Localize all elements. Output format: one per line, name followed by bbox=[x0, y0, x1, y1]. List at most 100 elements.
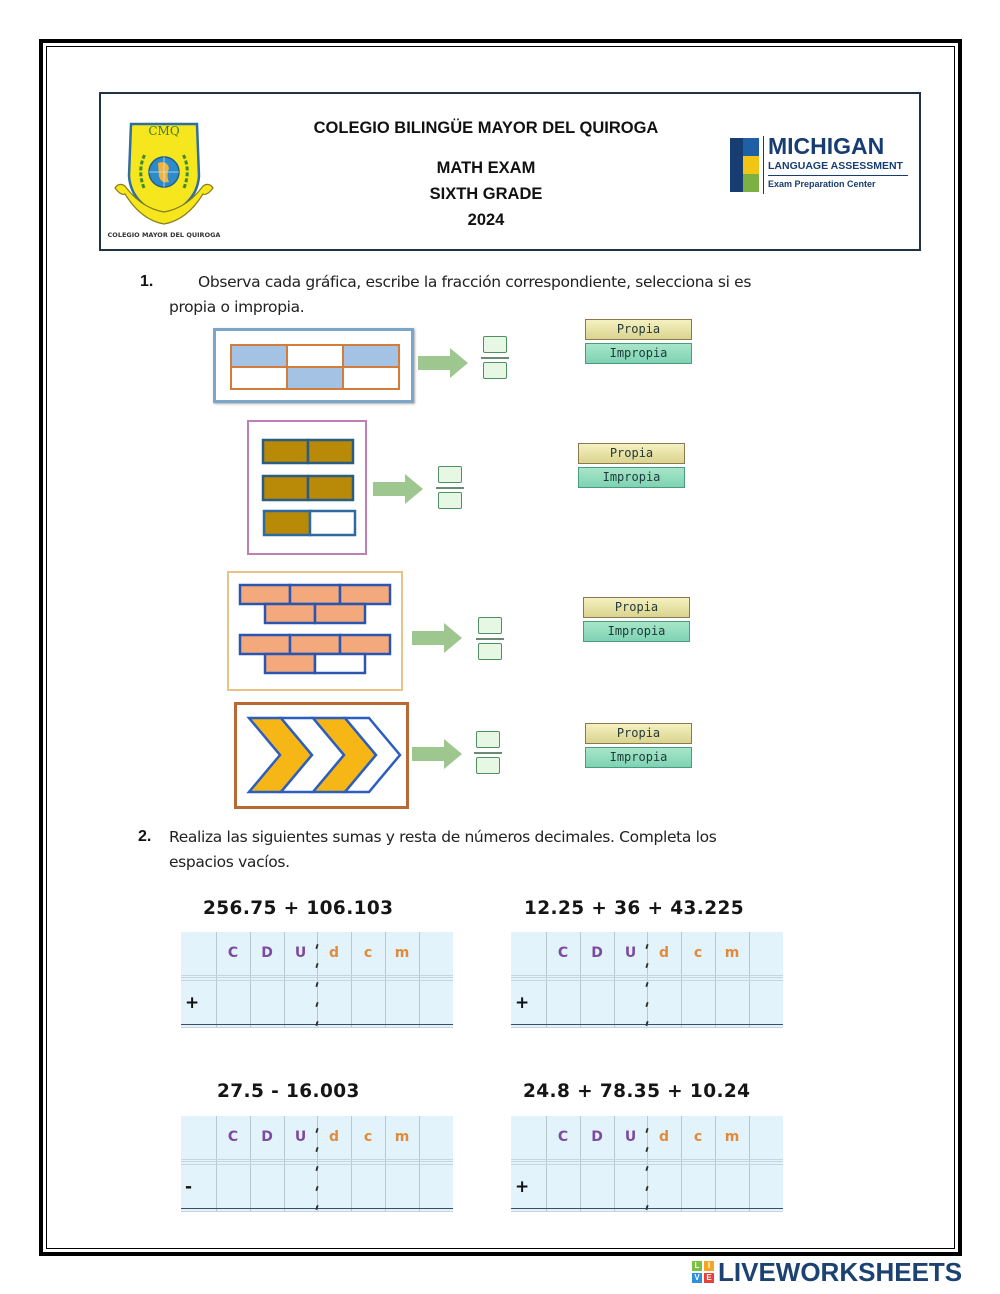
digit-cell[interactable] bbox=[545, 980, 580, 1026]
digit-cell[interactable] bbox=[646, 977, 681, 981]
digit-cell[interactable] bbox=[316, 975, 351, 979]
digit-cell[interactable] bbox=[316, 980, 351, 1026]
digit-cell[interactable] bbox=[316, 977, 351, 981]
digit-cell[interactable] bbox=[545, 975, 580, 979]
digit-cell[interactable] bbox=[350, 1164, 385, 1210]
digit-cell[interactable] bbox=[545, 1208, 580, 1212]
digit-cell[interactable] bbox=[249, 975, 284, 979]
digit-cell[interactable] bbox=[384, 1208, 419, 1212]
digit-cell[interactable] bbox=[646, 1159, 681, 1163]
digit-cell[interactable] bbox=[579, 1159, 614, 1163]
digit-cell[interactable] bbox=[579, 1164, 614, 1210]
digit-cell[interactable] bbox=[384, 1024, 419, 1028]
digit-cell[interactable] bbox=[316, 1159, 351, 1163]
digit-cell[interactable] bbox=[613, 980, 647, 1026]
digit-cell[interactable] bbox=[646, 1208, 681, 1212]
digit-cell[interactable] bbox=[350, 1208, 385, 1212]
digit-cell[interactable] bbox=[283, 1161, 317, 1165]
digit-cell[interactable] bbox=[613, 1024, 647, 1028]
digit-cell[interactable] bbox=[680, 1159, 715, 1163]
option-propia-4[interactable]: Propia bbox=[585, 723, 692, 744]
digit-cell[interactable] bbox=[350, 1024, 385, 1028]
digit-cell[interactable] bbox=[613, 1164, 647, 1210]
digit-cell[interactable] bbox=[384, 980, 419, 1026]
option-impropia-2[interactable]: Impropia bbox=[578, 467, 685, 488]
digit-cell[interactable] bbox=[680, 1161, 715, 1165]
digit-cell[interactable] bbox=[316, 1024, 351, 1028]
digit-cell[interactable] bbox=[215, 1164, 250, 1210]
digit-cell[interactable] bbox=[714, 1159, 749, 1163]
digit-cell[interactable] bbox=[215, 1208, 250, 1212]
digit-cell[interactable] bbox=[215, 980, 250, 1026]
digit-cell[interactable] bbox=[384, 1161, 419, 1165]
digit-cell[interactable] bbox=[249, 1208, 284, 1212]
digit-cell[interactable] bbox=[714, 980, 749, 1026]
option-propia-3[interactable]: Propia bbox=[583, 597, 690, 618]
digit-cell[interactable] bbox=[350, 977, 385, 981]
digit-cell[interactable] bbox=[613, 1159, 647, 1163]
digit-cell[interactable] bbox=[384, 975, 419, 979]
digit-cell[interactable] bbox=[249, 977, 284, 981]
digit-cell[interactable] bbox=[579, 1024, 614, 1028]
digit-cell[interactable] bbox=[545, 1024, 580, 1028]
digit-cell[interactable] bbox=[249, 1161, 284, 1165]
option-propia-2[interactable]: Propia bbox=[578, 443, 685, 464]
digit-cell[interactable] bbox=[680, 980, 715, 1026]
digit-cell[interactable] bbox=[350, 1161, 385, 1165]
digit-cell[interactable] bbox=[646, 975, 681, 979]
digit-cell[interactable] bbox=[215, 1024, 250, 1028]
digit-cell[interactable] bbox=[545, 1159, 580, 1163]
digit-cell[interactable] bbox=[283, 1159, 317, 1163]
digit-cell[interactable] bbox=[316, 1164, 351, 1210]
digit-cell[interactable] bbox=[579, 1208, 614, 1212]
digit-cell[interactable] bbox=[613, 975, 647, 979]
digit-cell[interactable] bbox=[384, 1159, 419, 1163]
digit-cell[interactable] bbox=[714, 1161, 749, 1165]
digit-cell[interactable] bbox=[350, 980, 385, 1026]
digit-cell[interactable] bbox=[579, 980, 614, 1026]
numerator-input[interactable] bbox=[478, 617, 502, 634]
digit-cell[interactable] bbox=[714, 1164, 749, 1210]
option-impropia-3[interactable]: Impropia bbox=[583, 621, 690, 642]
numerator-input[interactable] bbox=[476, 731, 500, 748]
digit-cell[interactable] bbox=[680, 1208, 715, 1212]
digit-cell[interactable] bbox=[384, 977, 419, 981]
option-propia-1[interactable]: Propia bbox=[585, 319, 692, 340]
digit-cell[interactable] bbox=[215, 1159, 250, 1163]
digit-cell[interactable] bbox=[579, 977, 614, 981]
digit-cell[interactable] bbox=[579, 975, 614, 979]
digit-cell[interactable] bbox=[545, 1161, 580, 1165]
digit-cell[interactable] bbox=[613, 1208, 647, 1212]
numerator-input[interactable] bbox=[438, 466, 462, 483]
digit-cell[interactable] bbox=[646, 1024, 681, 1028]
digit-cell[interactable] bbox=[249, 1164, 284, 1210]
digit-cell[interactable] bbox=[545, 1164, 580, 1210]
numerator-input[interactable] bbox=[483, 336, 507, 353]
digit-cell[interactable] bbox=[545, 977, 580, 981]
digit-cell[interactable] bbox=[283, 980, 317, 1026]
option-impropia-4[interactable]: Impropia bbox=[585, 747, 692, 768]
digit-cell[interactable] bbox=[646, 980, 681, 1026]
digit-cell[interactable] bbox=[283, 1164, 317, 1210]
digit-cell[interactable] bbox=[579, 1161, 614, 1165]
digit-cell[interactable] bbox=[215, 1161, 250, 1165]
denominator-input[interactable] bbox=[438, 492, 462, 509]
digit-cell[interactable] bbox=[714, 1024, 749, 1028]
digit-cell[interactable] bbox=[249, 1024, 284, 1028]
digit-cell[interactable] bbox=[680, 977, 715, 981]
digit-cell[interactable] bbox=[680, 1024, 715, 1028]
digit-cell[interactable] bbox=[283, 1208, 317, 1212]
digit-cell[interactable] bbox=[283, 975, 317, 979]
digit-cell[interactable] bbox=[714, 975, 749, 979]
digit-cell[interactable] bbox=[714, 1208, 749, 1212]
digit-cell[interactable] bbox=[215, 975, 250, 979]
digit-cell[interactable] bbox=[283, 977, 317, 981]
digit-cell[interactable] bbox=[316, 1161, 351, 1165]
digit-cell[interactable] bbox=[384, 1164, 419, 1210]
digit-cell[interactable] bbox=[714, 977, 749, 981]
digit-cell[interactable] bbox=[283, 1024, 317, 1028]
option-impropia-1[interactable]: Impropia bbox=[585, 343, 692, 364]
denominator-input[interactable] bbox=[483, 362, 507, 379]
digit-cell[interactable] bbox=[350, 975, 385, 979]
digit-cell[interactable] bbox=[316, 1208, 351, 1212]
